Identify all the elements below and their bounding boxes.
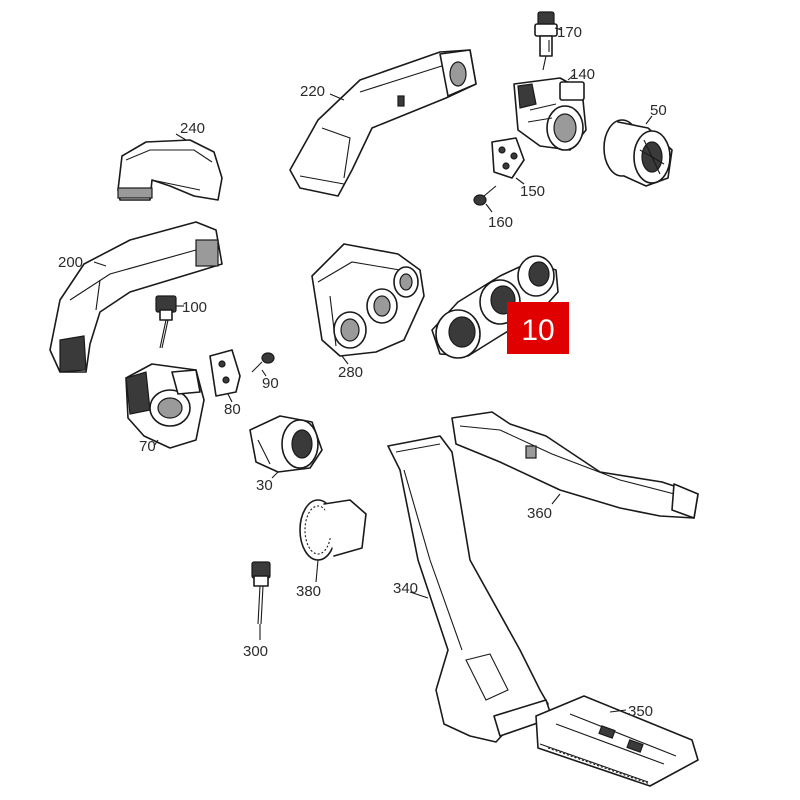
part-200[interactable] [49, 221, 223, 373]
label-340: 340 [393, 580, 418, 597]
label-240: 240 [180, 120, 205, 137]
part-160[interactable] [473, 185, 497, 206]
label-350: 350 [628, 703, 653, 720]
part-340[interactable] [387, 435, 553, 743]
part-380[interactable] [299, 499, 367, 561]
part-300[interactable] [251, 561, 271, 625]
label-30: 30 [256, 477, 273, 494]
label-300: 300 [243, 643, 268, 660]
label-80: 80 [224, 401, 241, 418]
part-140[interactable] [513, 77, 587, 151]
part-100[interactable] [155, 295, 177, 349]
label-100: 100 [182, 299, 207, 316]
part-220[interactable] [289, 49, 477, 197]
label-220: 220 [300, 83, 325, 100]
label-380: 380 [296, 583, 321, 600]
part-30[interactable] [249, 415, 323, 473]
part-170[interactable] [534, 11, 558, 71]
label-150: 150 [520, 183, 545, 200]
label-140: 140 [570, 66, 595, 83]
part-360[interactable] [451, 411, 699, 519]
label-280: 280 [338, 364, 363, 381]
part-70[interactable] [125, 363, 205, 449]
part-350[interactable] [535, 695, 699, 787]
part-150[interactable] [491, 137, 525, 179]
leader-lines [93, 27, 653, 713]
highlight-badge[interactable]: 10 [507, 302, 569, 354]
highlight-box [507, 302, 569, 354]
part-80[interactable] [209, 349, 241, 397]
label-90: 90 [262, 375, 279, 392]
label-360: 360 [527, 505, 552, 522]
highlight-label: 10 [521, 314, 554, 347]
label-160: 160 [488, 214, 513, 231]
part-240[interactable] [117, 139, 223, 201]
part-labels: 170 140 50 150 160 220 240 200 100 90 80… [58, 24, 667, 720]
part-90[interactable] [251, 352, 275, 373]
label-50: 50 [650, 102, 667, 119]
label-170: 170 [557, 24, 582, 41]
part-50[interactable] [603, 119, 673, 187]
label-70: 70 [139, 438, 156, 455]
label-200: 200 [58, 254, 83, 271]
part-280[interactable] [311, 243, 425, 357]
